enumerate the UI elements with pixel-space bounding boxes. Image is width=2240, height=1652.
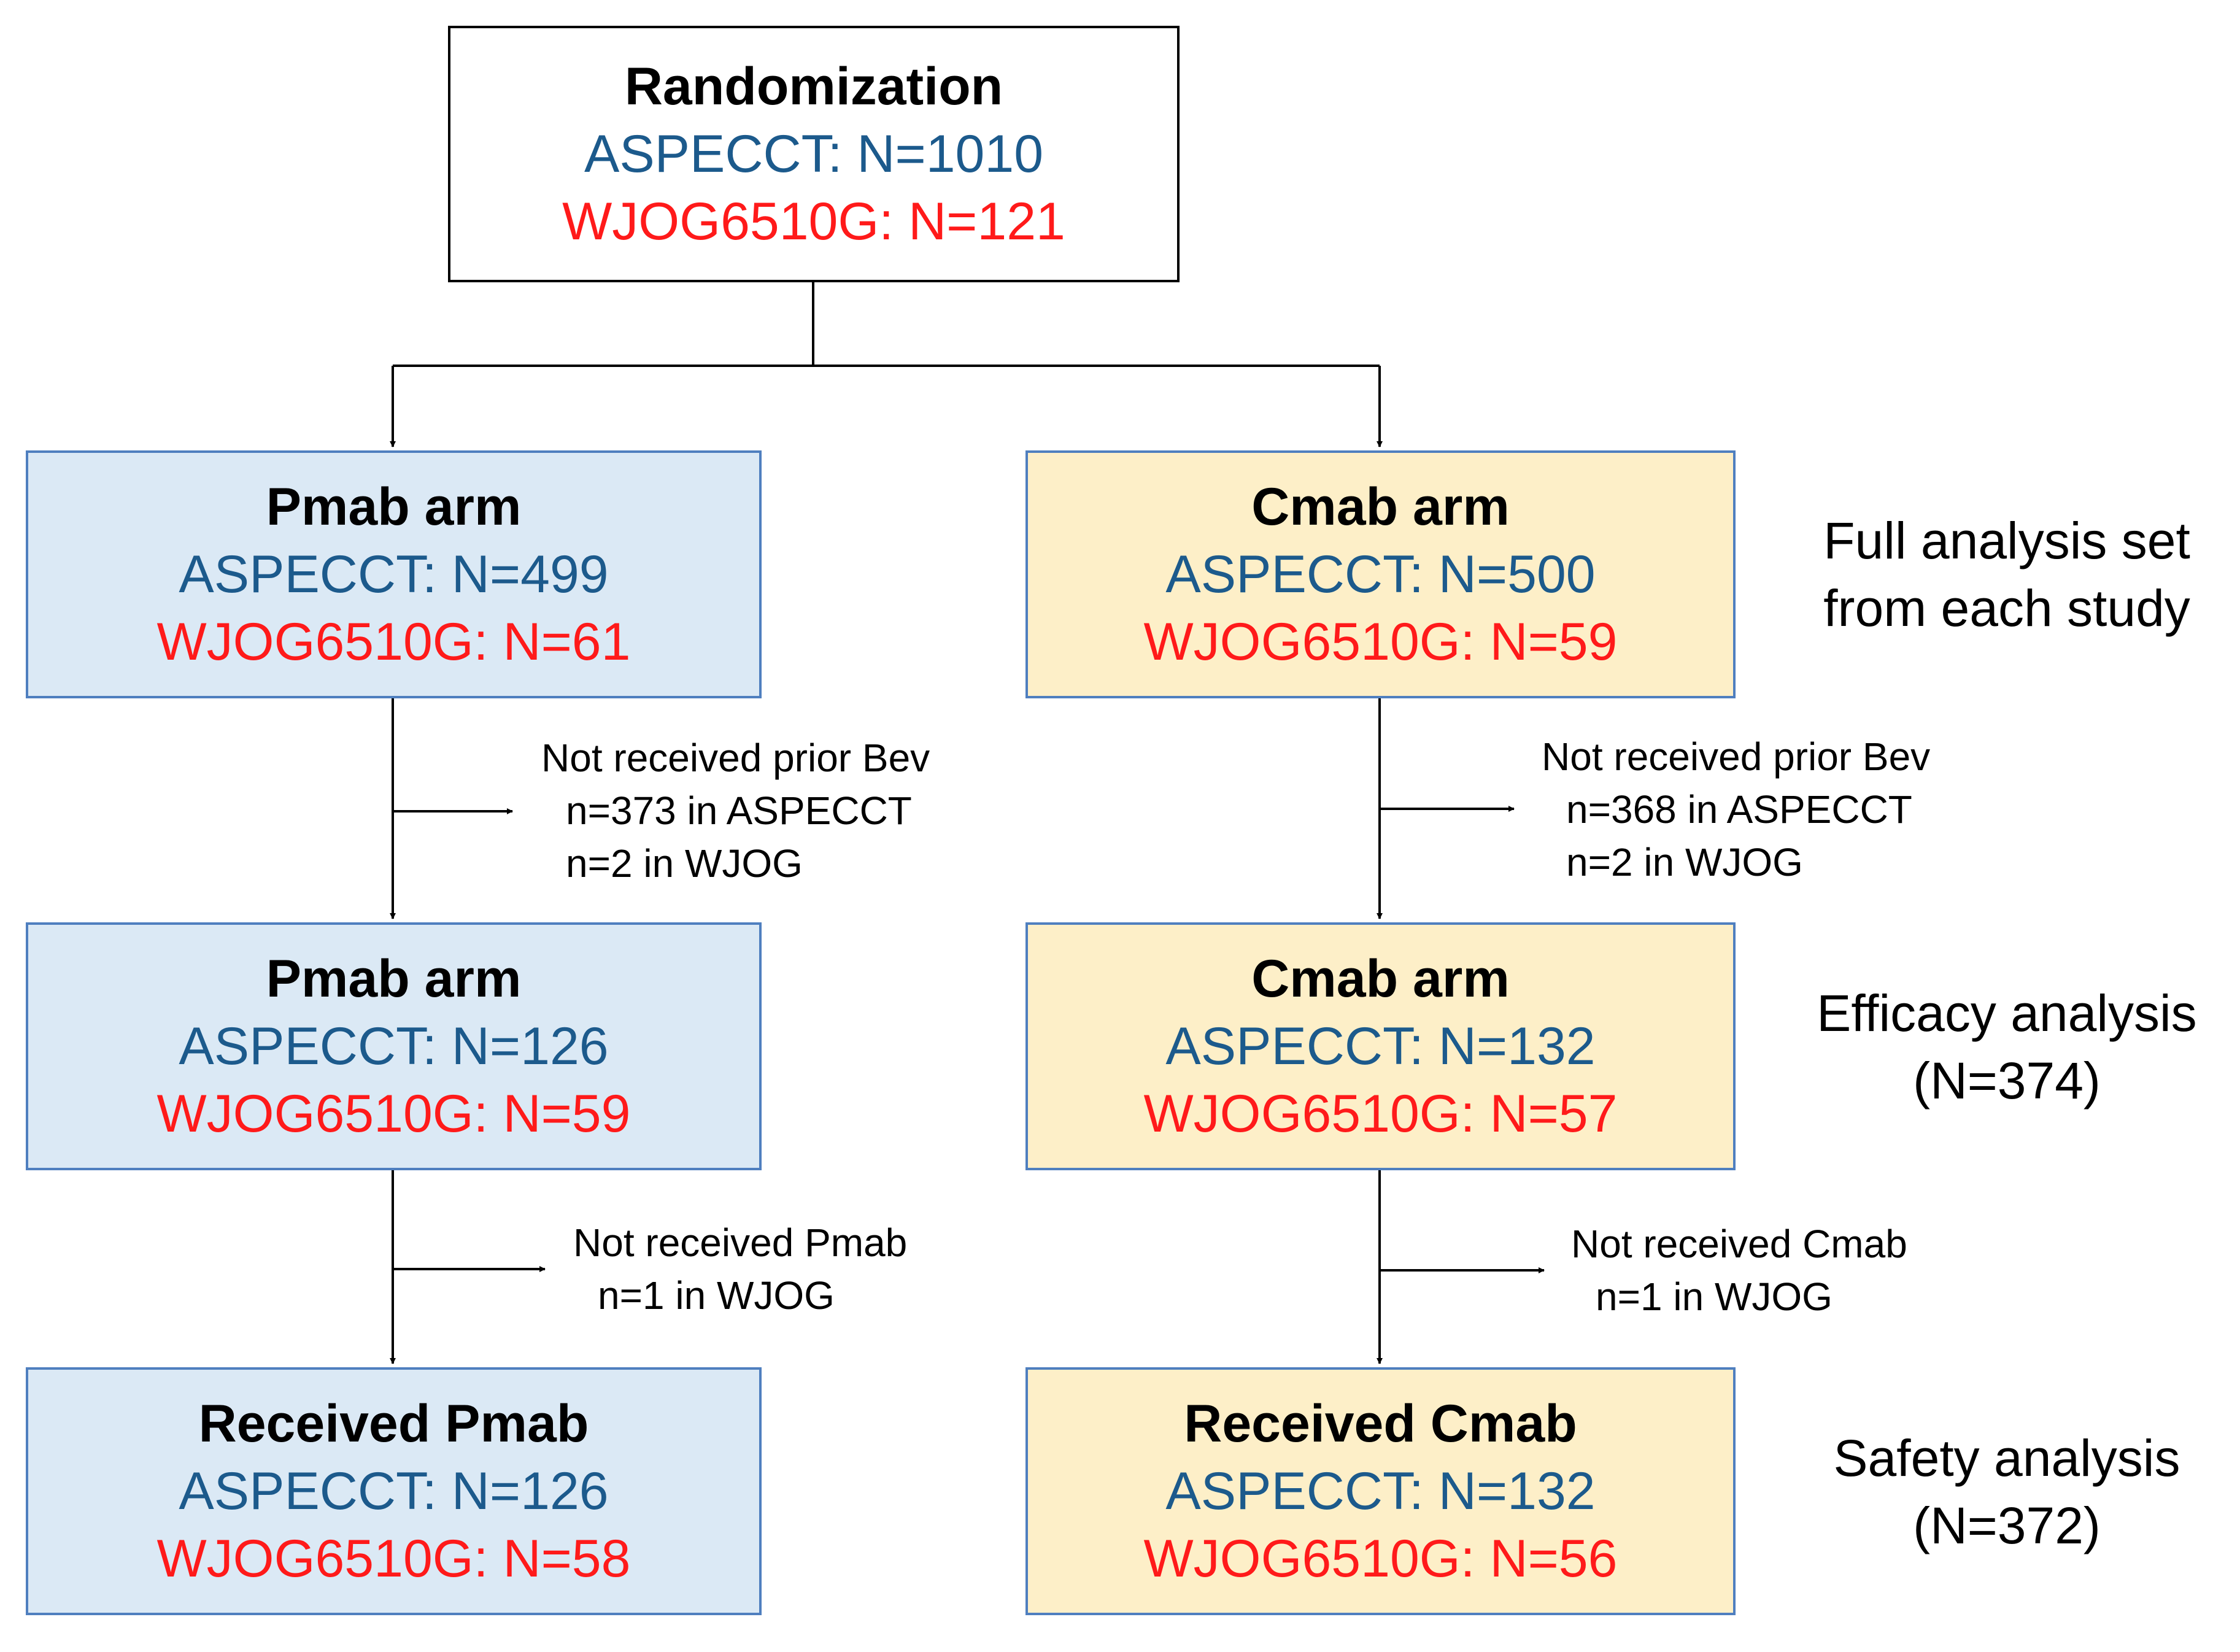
randomization-title: Randomization <box>624 57 1003 116</box>
side-label-line: Full analysis set <box>1823 512 2190 569</box>
cmab-safety-aspecct-count: ASPECCT: N=132 <box>1165 1462 1596 1521</box>
exclusion-count-wjog: n=2 in WJOG <box>566 841 803 886</box>
pmab-fas-aspecct-count: ASPECCT: N=499 <box>179 545 609 604</box>
cmab-fas-wjog-count: WJOG6510G: N=59 <box>1143 612 1618 671</box>
exclusion-count-aspecct: n=368 in ASPECCT <box>1566 787 1912 832</box>
randomization-aspecct-count: ASPECCT: N=1010 <box>584 125 1044 183</box>
pmab-safety-title: Received Pmab <box>198 1394 589 1453</box>
side-label-line: from each study <box>1823 579 2190 637</box>
side-label-line: Efficacy analysis <box>1817 984 2197 1042</box>
pmab-safety-aspecct-count: ASPECCT: N=126 <box>179 1462 609 1521</box>
cmab-fas-box: Cmab arm ASPECCT: N=500 WJOG6510G: N=59 <box>1025 450 1736 698</box>
exclusion-heading: Not received prior Bev <box>541 736 930 780</box>
pmab-efficacy-box: Pmab arm ASPECCT: N=126 WJOG6510G: N=59 <box>26 922 762 1170</box>
side-label-efficacy-analysis: Efficacy analysis (N=374) <box>1774 979 2240 1114</box>
pmab-fas-wjog-count: WJOG6510G: N=61 <box>156 612 631 671</box>
side-label-line: Safety analysis <box>1833 1429 2180 1487</box>
pmab-efficacy-aspecct-count: ASPECCT: N=126 <box>179 1017 609 1076</box>
cmab-safety-title: Received Cmab <box>1184 1394 1577 1453</box>
pmab-safety-box: Received Pmab ASPECCT: N=126 WJOG6510G: … <box>26 1367 762 1615</box>
randomization-wjog-count: WJOG6510G: N=121 <box>562 192 1065 251</box>
pmab-fas-box: Pmab arm ASPECCT: N=499 WJOG6510G: N=61 <box>26 450 762 698</box>
exclusion-heading: Not received Pmab <box>573 1221 908 1265</box>
side-label-line: (N=374) <box>1913 1052 2101 1110</box>
exclusion-count-wjog: n=1 in WJOG <box>598 1273 835 1318</box>
exclusion-count-wjog: n=2 in WJOG <box>1566 840 1803 884</box>
cmab-efficacy-wjog-count: WJOG6510G: N=57 <box>1143 1084 1618 1143</box>
pmab-exclusion-not-received: Not received Pmab n=1 in WJOG <box>573 1216 907 1322</box>
randomization-box: Randomization ASPECCT: N=1010 WJOG6510G:… <box>448 26 1180 282</box>
exclusion-count-aspecct: n=373 in ASPECCT <box>566 789 912 833</box>
cmab-exclusion-prior-bev: Not received prior Bev n=368 in ASPECCT … <box>1542 730 1930 889</box>
pmab-efficacy-title: Pmab arm <box>266 949 522 1008</box>
cmab-efficacy-title: Cmab arm <box>1251 949 1510 1008</box>
cmab-efficacy-box: Cmab arm ASPECCT: N=132 WJOG6510G: N=57 <box>1025 922 1736 1170</box>
cmab-safety-wjog-count: WJOG6510G: N=56 <box>1143 1529 1618 1588</box>
side-label-safety-analysis: Safety analysis (N=372) <box>1774 1424 2240 1559</box>
pmab-safety-wjog-count: WJOG6510G: N=58 <box>156 1529 631 1588</box>
exclusion-heading: Not received prior Bev <box>1542 735 1931 779</box>
side-label-full-analysis-set: Full analysis set from each study <box>1774 507 2240 642</box>
cmab-fas-title: Cmab arm <box>1251 477 1510 536</box>
cmab-efficacy-aspecct-count: ASPECCT: N=132 <box>1165 1017 1596 1076</box>
side-label-line: (N=372) <box>1913 1497 2101 1554</box>
cmab-exclusion-not-received: Not received Cmab n=1 in WJOG <box>1571 1218 1907 1323</box>
pmab-exclusion-prior-bev: Not received prior Bev n=373 in ASPECCT … <box>541 731 930 890</box>
cmab-safety-box: Received Cmab ASPECCT: N=132 WJOG6510G: … <box>1025 1367 1736 1615</box>
exclusion-heading: Not received Cmab <box>1571 1222 1907 1266</box>
exclusion-count-wjog: n=1 in WJOG <box>1596 1275 1833 1319</box>
cmab-fas-aspecct-count: ASPECCT: N=500 <box>1165 545 1596 604</box>
pmab-efficacy-wjog-count: WJOG6510G: N=59 <box>156 1084 631 1143</box>
pmab-fas-title: Pmab arm <box>266 477 522 536</box>
